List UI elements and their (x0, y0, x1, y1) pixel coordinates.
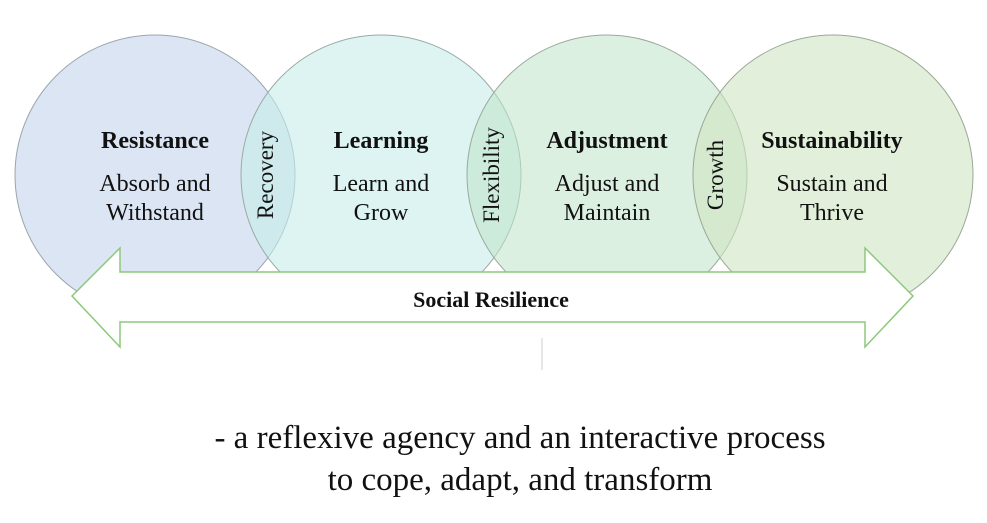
stage-title: Sustainability (761, 128, 902, 154)
stage-title: Learning (334, 128, 429, 154)
caption-line-2: to cope, adapt, and transform (327, 462, 713, 498)
stage-desc: Learn and (333, 171, 430, 197)
stage-desc: Adjust and (555, 171, 660, 197)
overlap-label-flexibility: Flexibility (479, 127, 504, 223)
stage-desc: Withstand (106, 200, 204, 226)
social-resilience-arrow (70, 246, 915, 349)
overlap-label-recovery: Recovery (253, 130, 278, 219)
stage-desc: Absorb and (99, 171, 210, 197)
stage-desc: Grow (354, 200, 409, 226)
overlap-label-growth: Growth (703, 139, 728, 210)
stage-title: Resistance (101, 128, 209, 154)
stage-title: Adjustment (546, 128, 667, 154)
stage-desc: Thrive (800, 200, 864, 226)
caption-line-1: - a reflexive agency and an interactive … (214, 420, 826, 456)
stage-circles (14, 34, 974, 316)
stage-desc: Maintain (564, 200, 651, 226)
stage-desc: Sustain and (776, 171, 887, 197)
arrow-label: Social Resilience (413, 287, 569, 312)
